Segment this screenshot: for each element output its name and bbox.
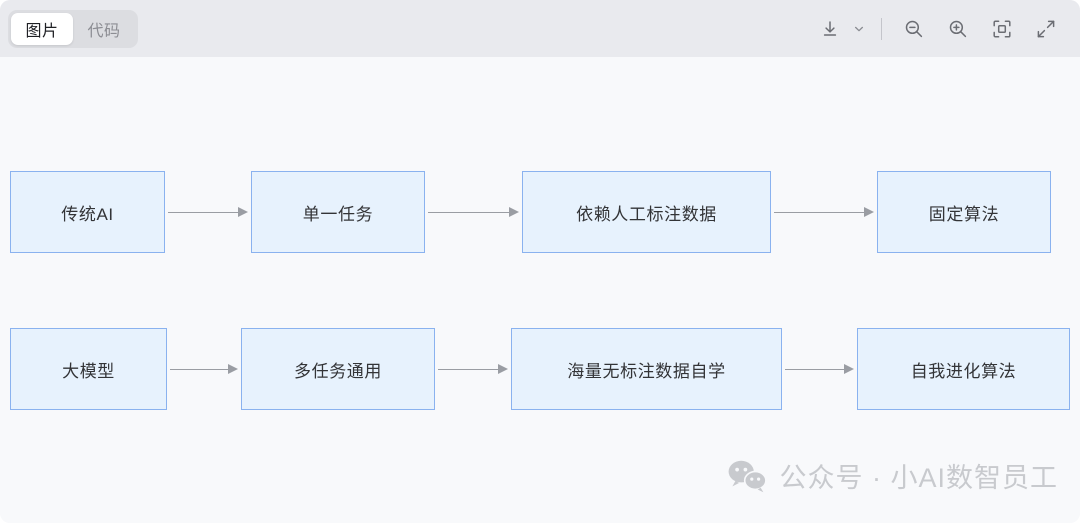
flow-row-traditional-ai: 传统AI 单一任务 依赖人工标注数据 固定算法	[0, 171, 1080, 253]
download-options-button[interactable]	[849, 9, 869, 49]
arrow-shaft	[428, 211, 510, 213]
toolbar-divider	[881, 17, 882, 40]
flow-node[interactable]: 海量无标注数据自学	[511, 328, 782, 410]
arrow-head-icon	[509, 206, 519, 217]
arrow-head-icon	[498, 363, 508, 374]
fit-screen-button[interactable]	[982, 9, 1022, 49]
download-icon	[820, 19, 840, 39]
zoom-out-button[interactable]	[894, 9, 934, 49]
chevron-down-icon	[853, 23, 865, 35]
watermark: 公众号 · 小AI数智员工	[727, 456, 1058, 495]
arrow-shaft	[170, 368, 229, 370]
flow-node[interactable]: 多任务通用	[241, 328, 435, 410]
arrow-head-icon	[238, 206, 248, 217]
flow-node[interactable]: 固定算法	[877, 171, 1051, 253]
tab-code[interactable]: 代码	[73, 13, 135, 45]
flow-node-label: 传统AI	[61, 204, 114, 224]
flow-node[interactable]: 大模型	[10, 328, 167, 410]
flow-node[interactable]: 依赖人工标注数据	[522, 171, 771, 253]
tab-image[interactable]: 图片	[11, 13, 73, 45]
view-mode-tabs: 图片 代码	[8, 10, 138, 48]
tab-image-label: 图片	[25, 23, 59, 40]
wechat-icon	[727, 459, 768, 493]
flow-node-label: 大模型	[62, 361, 115, 381]
fit-screen-icon	[991, 18, 1013, 40]
zoom-out-icon	[903, 18, 925, 40]
flow-node[interactable]: 传统AI	[10, 171, 165, 253]
arrow-shaft	[785, 368, 845, 370]
watermark-text: 公众号 · 小AI数智员工	[779, 463, 1058, 493]
expand-icon	[1035, 18, 1057, 40]
flow-node[interactable]: 单一任务	[251, 171, 425, 253]
flow-node-label: 固定算法	[928, 204, 1000, 224]
flow-node-label: 依赖人工标注数据	[576, 204, 717, 224]
zoom-in-icon	[947, 18, 969, 40]
flow-arrow	[785, 363, 854, 374]
diagram-canvas: 传统AI 单一任务 依赖人工标注数据 固定算法	[0, 57, 1080, 523]
flow-arrow	[774, 206, 874, 217]
arrow-head-icon	[228, 363, 238, 374]
flow-arrow	[438, 363, 508, 374]
flow-node-label: 单一任务	[302, 204, 374, 224]
toolbar-actions	[815, 0, 1066, 57]
flow-node-label: 多任务通用	[294, 361, 382, 381]
arrow-shaft	[438, 368, 499, 370]
flow-arrow	[170, 363, 238, 374]
arrow-head-icon	[844, 363, 854, 374]
flow-arrow	[168, 206, 248, 217]
expand-button[interactable]	[1026, 9, 1066, 49]
flow-node[interactable]: 自我进化算法	[857, 328, 1070, 410]
arrow-shaft	[168, 211, 239, 213]
arrow-head-icon	[864, 206, 874, 217]
flow-node-label: 自我进化算法	[910, 361, 1017, 381]
flow-node-label: 海量无标注数据自学	[567, 361, 726, 381]
zoom-in-button[interactable]	[938, 9, 978, 49]
viewer-toolbar: 图片 代码	[0, 0, 1080, 57]
flow-row-large-model: 大模型 多任务通用 海量无标注数据自学 自我进化算法	[0, 328, 1080, 410]
flow-arrow	[428, 206, 519, 217]
download-button[interactable]	[815, 9, 845, 49]
arrow-shaft	[774, 211, 865, 213]
tab-code-label: 代码	[87, 23, 121, 40]
